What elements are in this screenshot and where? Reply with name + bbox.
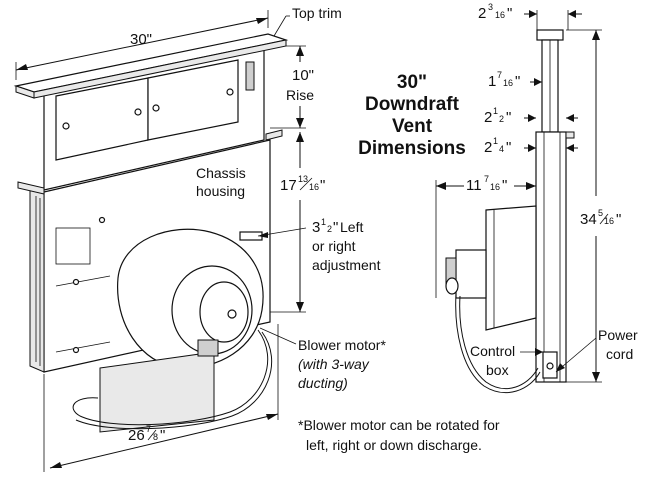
svg-text:": " (160, 427, 165, 444)
svg-text:16: 16 (503, 78, 513, 88)
svg-text:": " (507, 5, 512, 22)
svg-text:": " (502, 177, 507, 194)
svg-text:2: 2 (484, 109, 492, 126)
title-line-3: Vent (392, 116, 433, 137)
side-chassis (535, 131, 567, 383)
svg-text:8: 8 (153, 432, 158, 442)
power-cord-label-2: cord (606, 346, 633, 362)
depth-b-label: 2 1 2 " (484, 106, 511, 126)
screw-icon (226, 88, 234, 96)
control-box-label-1: Control (470, 343, 515, 359)
svg-text:16: 16 (309, 182, 319, 192)
svg-text:11: 11 (466, 177, 482, 194)
svg-text:2: 2 (484, 139, 492, 156)
svg-text:1: 1 (321, 217, 326, 227)
chassis-side-flange (29, 185, 45, 373)
svg-text:7: 7 (146, 424, 151, 434)
top-trim-label: Top trim (292, 5, 342, 21)
front-dimensions (15, 10, 307, 472)
svg-text:": " (506, 109, 511, 126)
control-box-label-2: box (486, 362, 509, 378)
screw-icon (98, 216, 106, 224)
svg-text:4: 4 (499, 144, 504, 154)
svg-text:": " (320, 177, 325, 194)
width-total-label: 30" (130, 31, 152, 48)
screw-icon (72, 346, 80, 354)
footnote-line-2: left, right or down discharge. (306, 437, 482, 453)
svg-text:34: 34 (580, 211, 597, 228)
svg-text:7: 7 (484, 174, 489, 184)
side-top-trim (536, 29, 564, 41)
side-blower-motor (455, 249, 487, 299)
svg-text:2: 2 (478, 5, 486, 22)
control-switch-icon (245, 61, 255, 91)
side-power-cord (455, 293, 541, 394)
chassis-label-2: housing (196, 183, 245, 199)
svg-text:2: 2 (327, 224, 332, 234)
svg-text:": " (616, 211, 621, 228)
title-line-2: Downdraft (365, 94, 460, 115)
screw-icon (72, 278, 80, 286)
depth-blower-label: 11 7 16 " (466, 174, 507, 194)
height-total-label: 34 5 16 " (580, 208, 621, 228)
svg-text:": " (515, 73, 520, 90)
access-plate (55, 227, 91, 265)
svg-text:7: 7 (497, 70, 502, 80)
svg-text:26: 26 (128, 427, 145, 444)
svg-text:1: 1 (493, 106, 498, 116)
adjust-label-2: or right (312, 238, 356, 254)
svg-text:1: 1 (488, 73, 496, 90)
footnote-line-1: *Blower motor can be rotated for (298, 417, 500, 433)
rise-word-label: Rise (286, 87, 314, 103)
height-chassis-label: 17 13 16 " (280, 174, 325, 194)
svg-text:13: 13 (298, 174, 308, 184)
depth-c-label: 2 1 4 " (484, 136, 511, 156)
depth-a-label: 1 7 16 " (488, 70, 520, 90)
side-view (445, 29, 575, 394)
svg-text:3: 3 (488, 2, 493, 12)
title-line-1: 30" (397, 72, 427, 93)
svg-text:Left: Left (340, 219, 363, 235)
blower-label-1: Blower motor* (298, 337, 386, 353)
blower-label-2: (with 3-way (298, 356, 370, 372)
title-line-4: Dimensions (358, 138, 466, 159)
side-dimensions (435, 10, 602, 383)
svg-text:16: 16 (490, 182, 500, 192)
power-cord (72, 329, 269, 426)
svg-text:1: 1 (493, 136, 498, 146)
blower-motor-bottom (99, 351, 215, 433)
width-bottom-label: 26 7 8 " (128, 424, 165, 444)
svg-text:16: 16 (495, 10, 505, 20)
adjust-dimension-label: 3 1 2 " Left (312, 217, 363, 236)
screw-icon (134, 108, 142, 116)
chassis-label-1: Chassis (196, 165, 246, 181)
rise-value-label: 10" (292, 67, 314, 84)
svg-text:": " (333, 219, 338, 236)
svg-text:2: 2 (499, 114, 504, 124)
svg-text:": " (506, 139, 511, 156)
front-view (13, 33, 289, 433)
power-cord-label-1: Power (598, 327, 638, 343)
trim-depth-label: 2 3 16 " (478, 2, 512, 22)
adjust-label-3: adjustment (312, 257, 381, 273)
svg-text:5: 5 (598, 208, 603, 218)
svg-text:16: 16 (604, 216, 614, 226)
motor-shaft-icon (227, 309, 237, 319)
filter-panel-right (147, 59, 239, 141)
svg-text:3: 3 (312, 219, 320, 236)
screw-icon (62, 122, 70, 130)
side-blower-housing (485, 205, 537, 331)
svg-text:17: 17 (280, 177, 297, 194)
junction-box (197, 339, 219, 357)
screw-icon (152, 104, 160, 112)
blower-label-3: ducting) (298, 375, 348, 391)
